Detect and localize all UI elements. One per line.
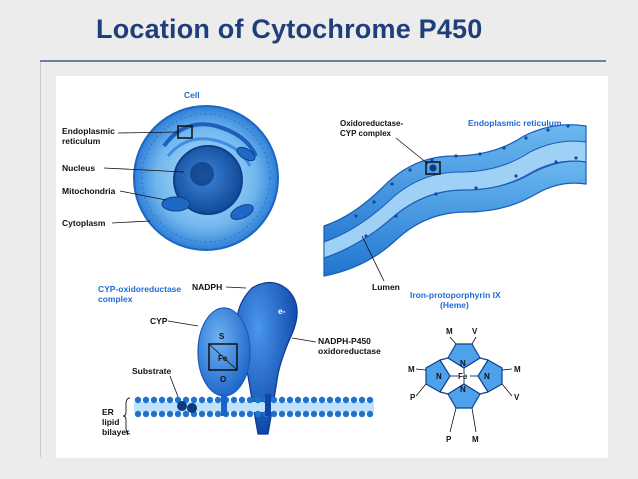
- bond-m-bottom: [471, 407, 477, 433]
- cyp-box-diagonal: [208, 343, 238, 371]
- bond-p-left: [415, 383, 427, 397]
- bond-v-right: [501, 383, 513, 397]
- left-border-line: [40, 62, 41, 457]
- heme-title-1: Iron-protoporphyrin IX: [410, 290, 501, 300]
- lipid-label: lipid: [102, 417, 119, 427]
- substrate-label: Substrate: [132, 366, 171, 376]
- er-complex-dot: [429, 164, 437, 172]
- cyp-active-site-box: [208, 343, 238, 371]
- heme-m-left: M: [408, 365, 415, 374]
- complex-title-2: complex: [98, 294, 133, 304]
- leader-enzyme: [291, 337, 317, 343]
- heme-v-top: V: [472, 327, 478, 336]
- enzyme-label-2: oxidoreductase: [318, 346, 381, 356]
- substrate-molecule-2: [187, 403, 197, 413]
- heme-n-right: N: [484, 372, 490, 381]
- bilayer-brace: [122, 397, 131, 435]
- heme-title-2: (Heme): [440, 300, 469, 310]
- er-sheet-lower: [323, 160, 587, 277]
- cyp-anchor: [221, 394, 227, 416]
- er-lumen-label: Lumen: [372, 282, 400, 292]
- cell-mitochondrion: [161, 196, 191, 212]
- heme-m-top: M: [446, 327, 453, 336]
- bond-m-right: [501, 368, 513, 371]
- cell-er-fold: [162, 122, 258, 157]
- leader-er: [117, 131, 179, 134]
- complex-title-1: CYP-oxidoreductase: [98, 284, 181, 294]
- slide-title: Location of Cytochrome P450: [96, 14, 483, 44]
- pyrrole-top: [447, 343, 481, 369]
- methine-bridges: [439, 357, 489, 395]
- porphyrin-ring: [425, 343, 503, 409]
- cell-nucleolus: [190, 162, 214, 186]
- er-panel: Oxidoreductase- CYP complex Endoplasmic …: [323, 118, 587, 292]
- label-mitochondria: Mitochondria: [62, 186, 116, 196]
- complex-panel: CYP-oxidoreductase complex NADPH CYP e- …: [98, 281, 381, 437]
- er-ribosomes: [354, 124, 578, 238]
- lipid-bilayer: [134, 394, 374, 418]
- label-endoplasmic: Endoplasmic: [62, 126, 115, 136]
- electron-label: e-: [278, 306, 286, 316]
- cell-mitochondrion-3: [236, 146, 256, 162]
- leader-er-complex: [395, 137, 429, 165]
- pyrrole-bottom: [447, 383, 481, 409]
- title-underline: [40, 60, 606, 62]
- bond-v-top: [471, 336, 477, 345]
- leader-cyp: [167, 320, 199, 327]
- bond-p-bottom: [449, 407, 457, 433]
- er-complex-label-2: CYP complex: [340, 129, 392, 138]
- heme-m-right: M: [514, 365, 521, 374]
- leader-nadph: [225, 286, 247, 289]
- heme-p-bottom: P: [446, 435, 452, 444]
- heme-n-top: N: [460, 359, 466, 368]
- enzyme-label-1: NADPH-P450: [318, 336, 371, 346]
- complex-nadph-label: NADPH: [192, 282, 222, 292]
- cell-mitochondrion-2: [230, 204, 254, 220]
- er-label: ER: [102, 407, 114, 417]
- leader-mitochondria: [119, 190, 167, 201]
- label-nucleus: Nucleus: [62, 163, 95, 173]
- heme-m-bottom: M: [472, 435, 479, 444]
- bilayer-label: bilayer: [102, 427, 130, 437]
- er-zoom-box: [425, 161, 441, 175]
- cyp-s-label: S: [219, 332, 225, 341]
- cytochrome-figure: Cell Endoplasmic reticulum Nucleus Mitoc…: [56, 76, 608, 458]
- heme-panel: Iron-protoporphyrin IX (Heme) N N N N Fe…: [408, 290, 521, 444]
- pyrrole-right: [477, 359, 503, 393]
- leader-lumen: [361, 235, 385, 282]
- er-complex-label-1: Oxidoreductase-: [340, 119, 403, 128]
- bilayer-core: [134, 402, 374, 412]
- heme-n-bottom: N: [460, 385, 466, 394]
- leader-nucleus: [103, 167, 185, 173]
- er-title: Endoplasmic reticulum: [468, 118, 562, 128]
- label-cytoplasm: Cytoplasm: [62, 218, 106, 228]
- heme-fe: Fe: [458, 372, 468, 381]
- label-reticulum: reticulum: [62, 136, 101, 146]
- cell-title: Cell: [184, 90, 200, 100]
- pyrrole-left: [425, 359, 451, 393]
- heme-n-left: N: [436, 372, 442, 381]
- cell-membrane-dots: [141, 113, 271, 243]
- leader-cytoplasm: [111, 220, 151, 224]
- complex-cyp-label: CYP: [150, 316, 168, 326]
- reductase-anchor: [265, 394, 271, 416]
- heme-v-right: V: [514, 393, 520, 402]
- cyp-o-label: O: [220, 375, 226, 384]
- figure-svg: Cell Endoplasmic reticulum Nucleus Mitoc…: [62, 90, 587, 444]
- cell-panel: Cell Endoplasmic reticulum Nucleus Mitoc…: [62, 90, 279, 251]
- bond-m-top: [449, 336, 457, 345]
- cyp-fe-label: Fe: [218, 354, 228, 363]
- bond-m-left: [415, 368, 427, 371]
- heme-p-left: P: [410, 393, 416, 402]
- substrate-molecule: [177, 401, 187, 411]
